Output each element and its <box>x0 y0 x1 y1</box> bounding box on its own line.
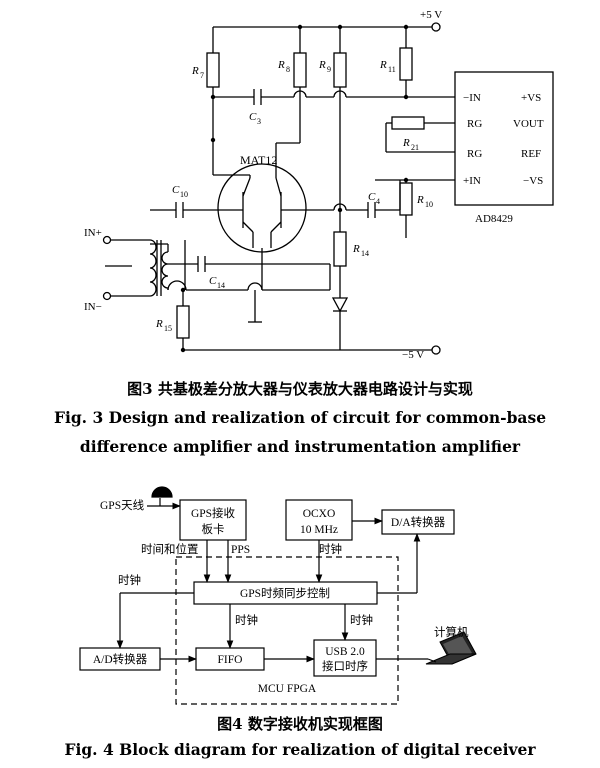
svg-text:9: 9 <box>327 65 331 74</box>
fpga-label: MCU FPGA <box>258 683 317 695</box>
dac-label: D/A转换器 <box>391 515 446 529</box>
svg-text:11: 11 <box>388 65 396 74</box>
supply-neg-label: −5 V <box>402 349 424 361</box>
svg-text:3: 3 <box>257 117 261 126</box>
r11-label: R <box>379 59 387 71</box>
ocxo-label-2: 10 MHz <box>300 524 338 536</box>
clock-fifo-label: 时钟 <box>235 613 258 627</box>
c10-label: C <box>172 184 180 196</box>
amp-pin-vs-pos: +VS <box>521 92 541 104</box>
c3-label: C <box>249 111 257 123</box>
gps-antenna-label: GPS天线 <box>100 498 145 512</box>
amp-part-label: AD8429 <box>475 213 513 225</box>
gps-board-box <box>179 499 247 541</box>
svg-text:15: 15 <box>164 324 172 333</box>
clock-usb-label: 时钟 <box>350 613 373 627</box>
svg-text:10: 10 <box>180 190 188 199</box>
usb-label-1: USB 2.0 <box>325 646 365 658</box>
svg-text:14: 14 <box>217 281 225 290</box>
supply-pos-label: +5 V <box>420 9 442 21</box>
amp-pin-in-neg: −IN <box>463 92 481 104</box>
r15-label: R <box>155 318 163 330</box>
svg-text:4: 4 <box>376 197 380 206</box>
r7-label: R <box>191 65 199 77</box>
figure4-block-diagram: GPS天线 GPS接收 板卡 OCXO 10 MHz D/A转换器 时间和位置 … <box>79 486 477 705</box>
svg-text:14: 14 <box>361 249 369 258</box>
in-pos-label: IN+ <box>84 227 102 239</box>
svg-text:10: 10 <box>425 200 433 209</box>
c4-label: C <box>368 191 376 203</box>
gps-board-label-1: GPS接收 <box>191 506 236 520</box>
figure3-caption-en-2: difference amplifier and instrumentation… <box>79 437 521 456</box>
figure3-caption-en-1: Fig. 3 Design and realization of circuit… <box>53 408 547 427</box>
r9-label: R <box>318 59 326 71</box>
r21-label: R <box>402 137 410 149</box>
amp-pin-rg1: RG <box>467 118 482 130</box>
amp-pin-ref: REF <box>521 148 541 160</box>
computer-label: 计算机 <box>434 625 469 639</box>
adc-label: A/D转换器 <box>93 652 148 666</box>
r8-label: R <box>277 59 285 71</box>
mat12-label: MAT12 <box>240 153 277 167</box>
amp-pin-rg2: RG <box>467 148 482 160</box>
pps-label: PPS <box>231 544 250 556</box>
figure4-caption-cn: 图4 数字接收机实现框图 <box>217 715 383 733</box>
r14-label: R <box>352 243 360 255</box>
figure3-caption-cn: 图3 共基极差分放大器与仪表放大器电路设计与实现 <box>127 380 473 398</box>
c14-label: C <box>209 275 217 287</box>
sync-label: GPS时频同步控制 <box>240 586 330 600</box>
in-neg-label: IN− <box>84 301 102 313</box>
amp-pin-vs-neg: −VS <box>523 175 543 187</box>
gps-board-label-2: 板卡 <box>202 522 225 536</box>
usb-label-2: 接口时序 <box>322 659 368 673</box>
clock-left-label: 时钟 <box>118 573 141 587</box>
computer-laptop-icon <box>425 631 477 665</box>
amp-pin-in-pos: +IN <box>463 175 481 187</box>
ocxo-label-1: OCXO <box>303 508 336 520</box>
time-position-label: 时间和位置 <box>141 542 199 556</box>
clock-ocxo-label: 时钟 <box>319 542 342 556</box>
svg-text:7: 7 <box>200 71 204 80</box>
svg-text:8: 8 <box>286 65 290 74</box>
r10-label: R <box>416 194 424 206</box>
figure4-caption-en: Fig. 4 Block diagram for realization of … <box>64 740 536 759</box>
fifo-label: FIFO <box>218 654 243 666</box>
amp-pin-vout: VOUT <box>513 118 544 130</box>
svg-text:21: 21 <box>411 143 419 152</box>
